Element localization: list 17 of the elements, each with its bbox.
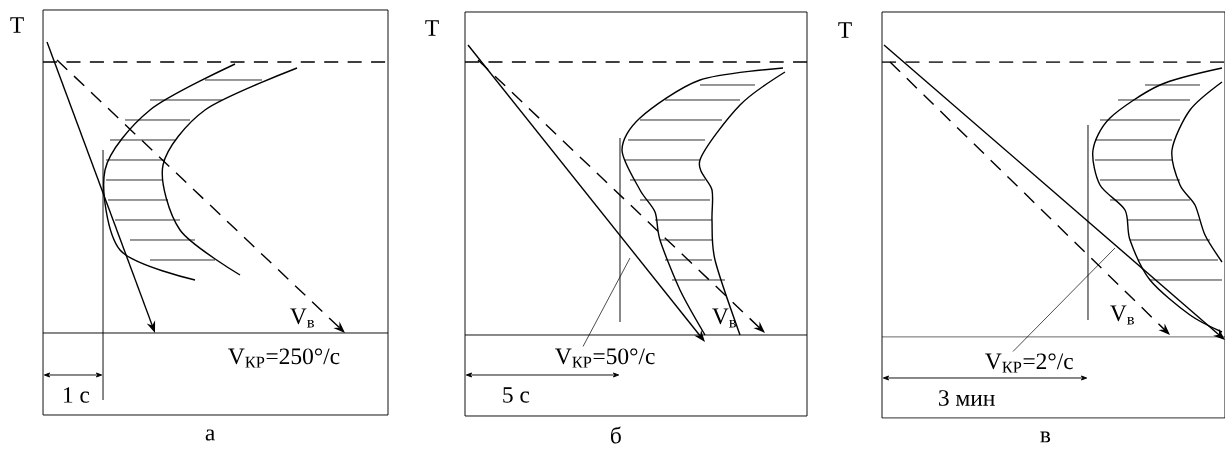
leader-line (1012, 247, 1116, 352)
dimension-label: 3 мин (939, 390, 995, 406)
speed-label: V$_{КР}$=2°/с (985, 353, 1073, 373)
axis-label: T (10, 17, 24, 33)
curve-label: V$_{в}$ (712, 308, 736, 328)
dimension-label: 5 с (503, 387, 530, 403)
leader-line (582, 257, 631, 347)
axis-label: T (425, 20, 439, 36)
curve-label: V$_{в}$ (290, 308, 314, 328)
speed-label: V$_{КР}$=250°/с (228, 348, 340, 368)
panel-letter: а (205, 429, 215, 441)
axis-label: T (838, 22, 852, 38)
panel-letter: в (1040, 431, 1051, 443)
dimension-label: 1 с (63, 387, 90, 403)
panel-letter: б (611, 426, 621, 444)
speed-label: V$_{КР}$=50°/с (555, 348, 655, 368)
curve-label: V$_{в}$ (1110, 305, 1134, 325)
